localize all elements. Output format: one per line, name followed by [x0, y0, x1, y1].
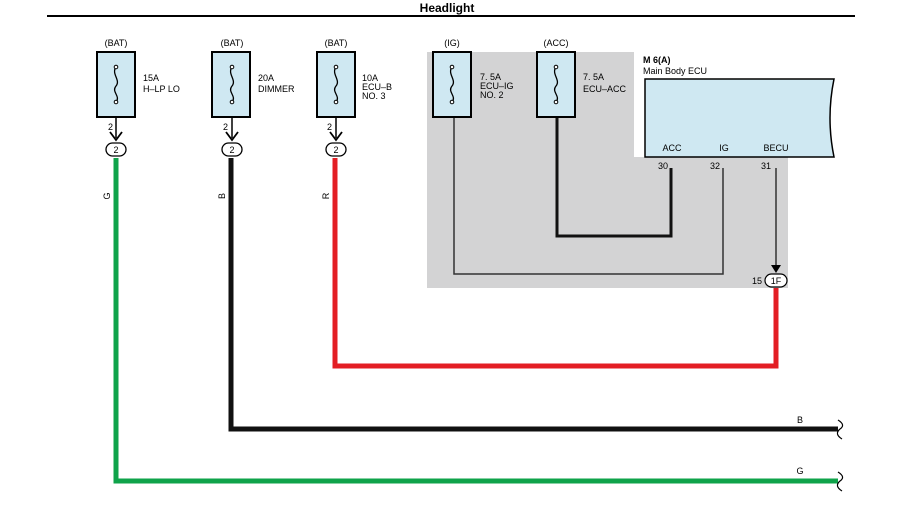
- diagram-title: Headlight: [420, 1, 475, 15]
- fuse-3-pin: 2: [327, 122, 332, 132]
- fuse-2-source: (BAT): [221, 38, 244, 48]
- fuse-5-top-terminal: [553, 64, 559, 70]
- fuse-2-arrow-icon: [225, 131, 239, 142]
- thin-wire-acc-black: [555, 117, 673, 238]
- fuse-4-name-2: NO. 2: [480, 90, 504, 100]
- ecu-terminal-becu: BECU: [763, 143, 788, 153]
- fuse-3-arrow-icon: [329, 131, 343, 142]
- becu-arrow: [771, 265, 781, 273]
- ecu-name: Main Body ECU: [643, 66, 707, 76]
- fuse-3-source: (BAT): [325, 38, 348, 48]
- fuse-5-element-icon: [553, 66, 559, 103]
- fuse-1-body: [96, 51, 136, 118]
- fuse-2-element-icon: [229, 66, 235, 103]
- fuse-5-body: [536, 51, 576, 118]
- ecu-pin-acc: 30: [658, 161, 668, 171]
- fuse-1-name: H–LP LO: [143, 84, 180, 94]
- fuse-2-body: [211, 51, 251, 118]
- fuse-1-connector: [105, 142, 127, 157]
- fuse-1-bottom-terminal: [113, 99, 119, 105]
- fuse-4-element-icon: [449, 66, 455, 103]
- ecu-connector-pin: 15: [752, 276, 762, 286]
- fuse-1-arrow-icon: [109, 131, 123, 142]
- fuse-2-wire-color: B: [217, 193, 227, 199]
- fuse-4-body: [432, 51, 472, 118]
- wire-label-green-right: G: [796, 466, 803, 476]
- fuse-1-connector: 2: [113, 145, 118, 155]
- fuse-5-name-1: ECU–ACC: [583, 84, 627, 94]
- fuse-5-source: (ACC): [544, 38, 569, 48]
- break-mark-black: [836, 419, 844, 440]
- ecu-id: M 6(A): [643, 55, 671, 65]
- fuse-4-top-terminal: [449, 64, 455, 70]
- fuse-3-connector: 2: [333, 145, 338, 155]
- fuse-2-connector: [221, 142, 243, 157]
- fuse-3-connector: [325, 142, 347, 157]
- fuse-1-pin: 2: [108, 122, 113, 132]
- ecu-connector-label: 1F: [771, 276, 782, 286]
- fuse-5-rating: 7. 5A: [583, 72, 604, 82]
- fuse-1-source: (BAT): [105, 38, 128, 48]
- fuse-2-pin: 2: [223, 122, 228, 132]
- thin-wire-ig: [453, 117, 724, 275]
- fuse-4-name-1: ECU–IG: [480, 81, 514, 91]
- fuse-3-top-terminal: [333, 64, 339, 70]
- ecu-connector-1f: [764, 273, 788, 288]
- fuse-3-wire-color: R: [321, 192, 331, 199]
- ecu-terminal-ig: IG: [719, 143, 729, 153]
- fuse-3-bottom-terminal: [333, 99, 339, 105]
- ecu-shaded-area: [427, 52, 788, 288]
- wire-red: [332, 158, 779, 369]
- fuse-4-rating: 7. 5A: [480, 72, 501, 82]
- fuse-3-body: [316, 51, 356, 118]
- fuse-2-rating: 20A: [258, 73, 274, 83]
- fuse-5-bottom-terminal: [553, 99, 559, 105]
- fuse-group: [96, 51, 576, 157]
- ecu-pin-becu: 31: [761, 161, 771, 171]
- ecu-pin-ig: 32: [710, 161, 720, 171]
- fuse-2-bottom-terminal: [229, 99, 235, 105]
- fuse-4-bottom-terminal: [449, 99, 455, 105]
- fuse-3-name-2: NO. 3: [362, 91, 386, 101]
- fuse-3-rating: 10A: [362, 73, 378, 83]
- fuse-3-element-icon: [333, 66, 339, 103]
- fuse-2-top-terminal: [229, 64, 235, 70]
- wire-green: [113, 158, 838, 484]
- fuse-1-element-icon: [113, 66, 119, 103]
- fuse-2-name: DIMMER: [258, 84, 295, 94]
- fuse-1-top-terminal: [113, 64, 119, 70]
- ecu-terminal-acc: ACC: [662, 143, 682, 153]
- break-mark-green: [836, 471, 844, 492]
- fuse-4-source: (IG): [444, 38, 460, 48]
- wire-black: [228, 158, 838, 432]
- ecu-box: [644, 78, 835, 158]
- fuse-3-name-1: ECU–B: [362, 82, 392, 92]
- wire-label-black-right: B: [797, 415, 803, 425]
- fuse-2-connector: 2: [229, 145, 234, 155]
- fuse-1-wire-color: G: [102, 192, 112, 199]
- fuse-1-rating: 15A: [143, 73, 159, 83]
